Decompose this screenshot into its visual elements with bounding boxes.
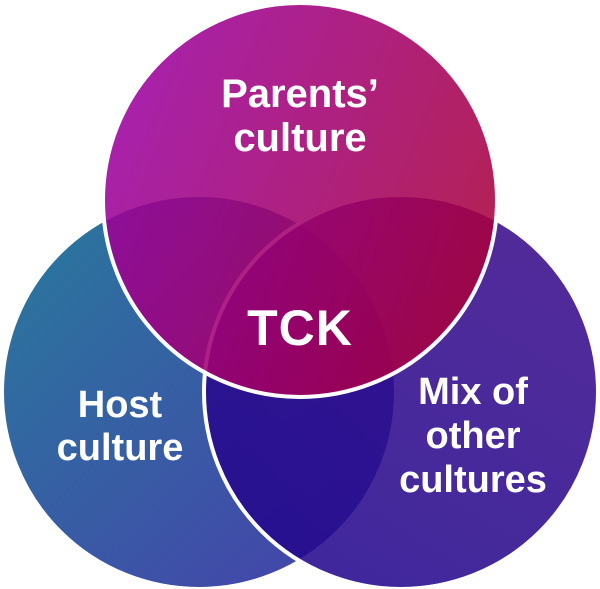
host-culture-label: Host culture xyxy=(57,384,184,469)
mix-label-line3: cultures xyxy=(399,459,547,501)
mix-label-line1: Mix of xyxy=(418,371,528,413)
parents-culture-circle xyxy=(101,1,499,399)
parents-culture-label: Parents’ culture xyxy=(221,72,379,160)
host-culture-label-line1: Host xyxy=(78,384,163,426)
host-culture-label-line2: culture xyxy=(57,427,184,469)
parents-culture-label-line1: Parents’ xyxy=(221,72,379,116)
mix-label-line2: other xyxy=(426,415,521,457)
tck-center-label: TCK xyxy=(247,300,353,356)
parents-culture-label-line2: culture xyxy=(233,116,366,160)
mix-of-other-cultures-label: Mix of other cultures xyxy=(399,371,547,501)
